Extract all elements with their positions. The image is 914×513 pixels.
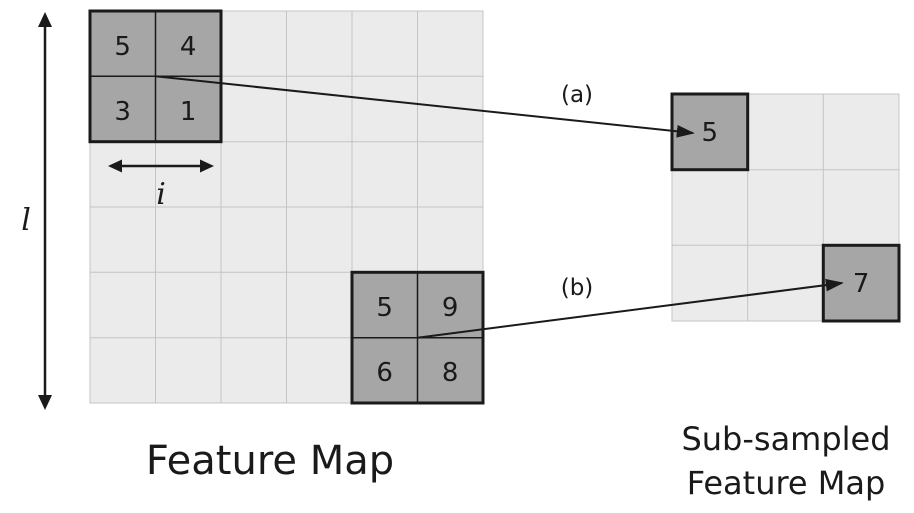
subsampled-value-b: 7: [853, 269, 870, 299]
pool-b-value: 6: [376, 358, 393, 388]
arrow-a: (a): [155, 75, 695, 138]
pool-b-value: 5: [376, 293, 393, 323]
subsampled-caption-line1: Sub-sampled: [681, 420, 890, 458]
pool-a-value: 4: [180, 32, 197, 62]
arrow-b-label: (b): [561, 275, 594, 301]
pool-a-value: 5: [114, 32, 131, 62]
feature-map-caption: Feature Map: [146, 438, 394, 484]
pool-b-value: 9: [442, 293, 459, 323]
height-dimension: l: [21, 12, 52, 410]
pooling-window-a: 5 4 3 1: [88, 9, 223, 144]
arrow-b: (b): [417, 275, 844, 339]
subsampled-caption-line2: Feature Map: [687, 464, 886, 502]
pool-a-value: 3: [114, 97, 131, 127]
subsampled-value-a: 5: [702, 118, 719, 148]
width-dimension: i: [108, 159, 214, 212]
arrow-a-label: (a): [561, 82, 593, 108]
width-label: i: [156, 177, 166, 212]
height-label: l: [21, 203, 31, 238]
pool-b-value: 8: [442, 358, 459, 388]
pool-a-value: 1: [180, 97, 197, 127]
